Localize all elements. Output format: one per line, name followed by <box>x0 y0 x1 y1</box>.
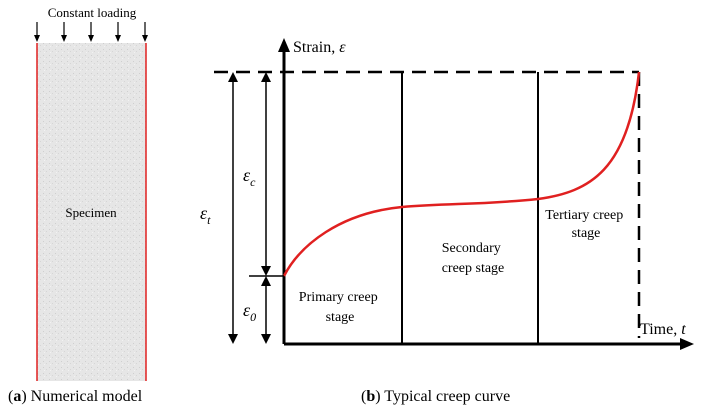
specimen-block <box>37 43 146 381</box>
specimen-label: Specimen <box>65 205 117 220</box>
epsilon-t-dimension <box>228 72 238 344</box>
caption-b: (b) Typical creep curve <box>361 388 511 405</box>
x-axis-label: Time, t <box>640 321 686 338</box>
load-arrows <box>34 22 148 42</box>
caption-b-letter: b <box>366 388 376 405</box>
primary-stage-label: Primary creep stage <box>299 290 381 325</box>
epsilon-0-dimension <box>249 275 284 344</box>
constant-loading-label: Constant loading <box>48 5 137 20</box>
tertiary-stage-label: Tertiary creep stage <box>545 208 626 241</box>
caption-b-text: Typical creep curve <box>384 388 511 405</box>
creep-curve <box>282 71 641 277</box>
caption-a-text: Numerical model <box>30 388 143 405</box>
y-axis-label: Strain, ε <box>293 39 346 56</box>
secondary-stage-label: Secondary creep stage <box>442 241 505 276</box>
epsilon-0-label: ε0 <box>243 300 256 324</box>
panel-b-creep-curve: Strain, ε Time, t εt <box>200 38 694 350</box>
panel-a-numerical-model: Constant loading Specimen <box>34 5 148 381</box>
y-axis-arrowhead <box>278 38 290 52</box>
epsilon-c-label: εc <box>243 165 256 189</box>
x-axis-arrowhead <box>680 338 694 350</box>
caption-a-letter: a <box>13 388 22 405</box>
caption-a: (a) Numerical model <box>8 388 143 405</box>
epsilon-t-label: εt <box>200 203 211 227</box>
epsilon-c-dimension <box>261 72 271 276</box>
